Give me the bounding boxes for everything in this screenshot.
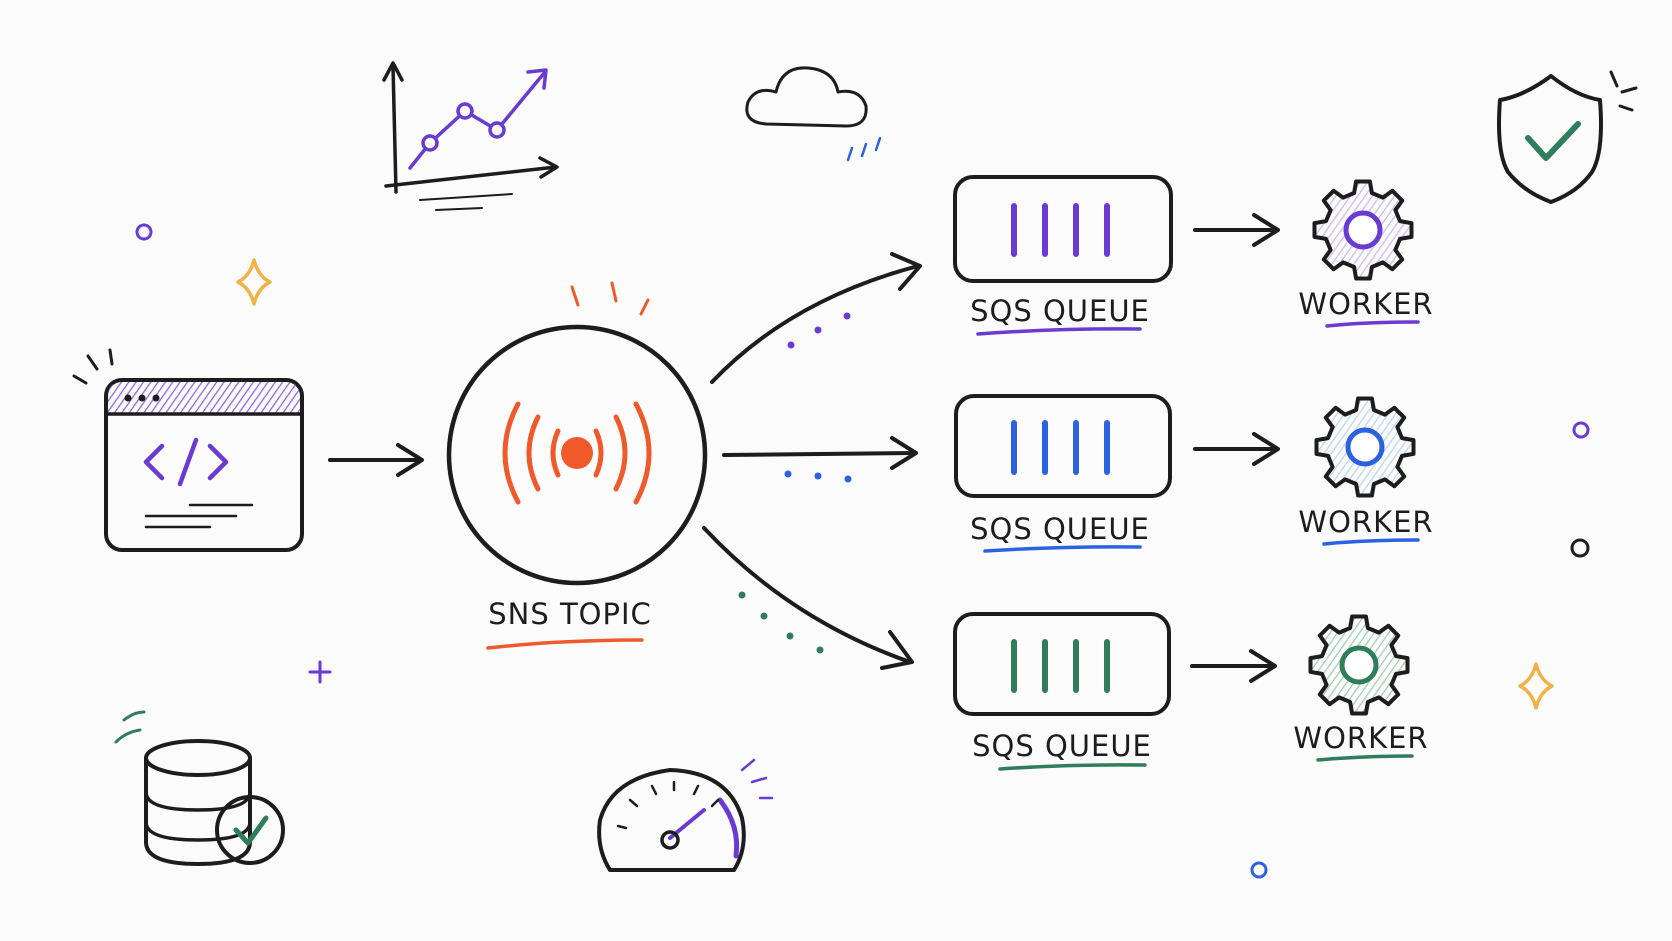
dot-decoration <box>135 223 153 241</box>
gear-hub <box>1339 645 1379 685</box>
trend-chart-icon <box>382 61 559 211</box>
sqs-queue-3: SQS QUEUE <box>953 612 1171 771</box>
database-check-icon <box>114 710 285 866</box>
queue-worker-arrow-1 <box>1193 213 1280 247</box>
dot-decoration <box>1572 421 1590 439</box>
worker-1-label: WORKER <box>1298 287 1433 321</box>
cloud-icon <box>745 66 882 162</box>
gear-icon <box>1314 396 1416 498</box>
sns-topic-label: SNS TOPIC <box>488 597 652 631</box>
shield-check-icon <box>1497 70 1638 204</box>
sns-broadcast-icon <box>502 401 652 505</box>
plus-sparkle-icon <box>308 660 332 684</box>
sparkle-icon <box>236 258 272 306</box>
sqs-queue-2-label: SQS QUEUE <box>970 512 1150 546</box>
gear-icon <box>1312 179 1414 281</box>
publish-arrow <box>328 443 424 477</box>
dot-decoration <box>1250 861 1268 879</box>
sqs-queue-3-label: SQS QUEUE <box>972 729 1152 763</box>
fanout-arrow-top <box>710 252 922 384</box>
worker-3-label: WORKER <box>1293 721 1428 755</box>
fanout-arrow-bottom <box>702 526 914 670</box>
gear-hub <box>1345 427 1385 467</box>
fanout-arrow-middle <box>722 436 918 483</box>
publisher-code-window-icon <box>72 348 304 552</box>
sparkle-icon <box>1518 662 1554 710</box>
sns-topic-node: SNS TOPIC <box>446 281 708 650</box>
gear-hub <box>1343 210 1383 250</box>
sqs-queue-1: SQS QUEUE <box>953 175 1173 336</box>
queue-worker-arrow-3 <box>1190 649 1277 683</box>
worker-2-label: WORKER <box>1298 505 1433 539</box>
dot-decoration <box>1570 538 1590 558</box>
speedometer-icon <box>597 758 774 872</box>
sqs-queue-1-label: SQS QUEUE <box>970 294 1150 328</box>
sqs-queue-2: SQS QUEUE <box>954 394 1172 553</box>
gear-icon <box>1308 614 1410 716</box>
queue-worker-arrow-2 <box>1193 432 1280 466</box>
